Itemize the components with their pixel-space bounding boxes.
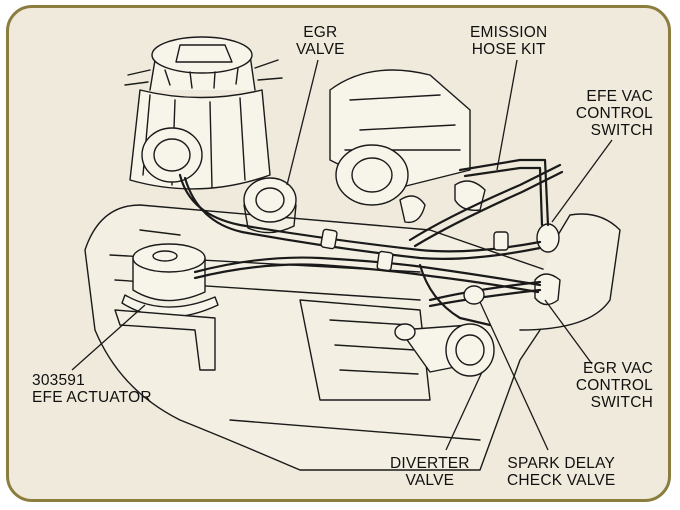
leader-egr-vac-switch bbox=[544, 299, 593, 365]
diverter-valve-part bbox=[394, 323, 495, 377]
leader-egr-valve bbox=[286, 59, 319, 186]
leader-emission-hose-kit bbox=[496, 59, 518, 171]
carburetor bbox=[329, 69, 486, 224]
efe-actuator-part bbox=[114, 243, 219, 371]
leader-efe-actuator bbox=[71, 304, 146, 371]
leader-diverter-valve bbox=[445, 371, 483, 451]
hose-clamps bbox=[320, 228, 509, 305]
leader-spark-delay bbox=[479, 301, 549, 451]
egr-valve-body bbox=[243, 177, 297, 234]
leader-efe-vac-switch bbox=[551, 139, 613, 223]
egr-vac-switch-part bbox=[534, 273, 561, 306]
leader-lines bbox=[71, 59, 613, 451]
vacuum-advance-unit bbox=[141, 127, 203, 183]
